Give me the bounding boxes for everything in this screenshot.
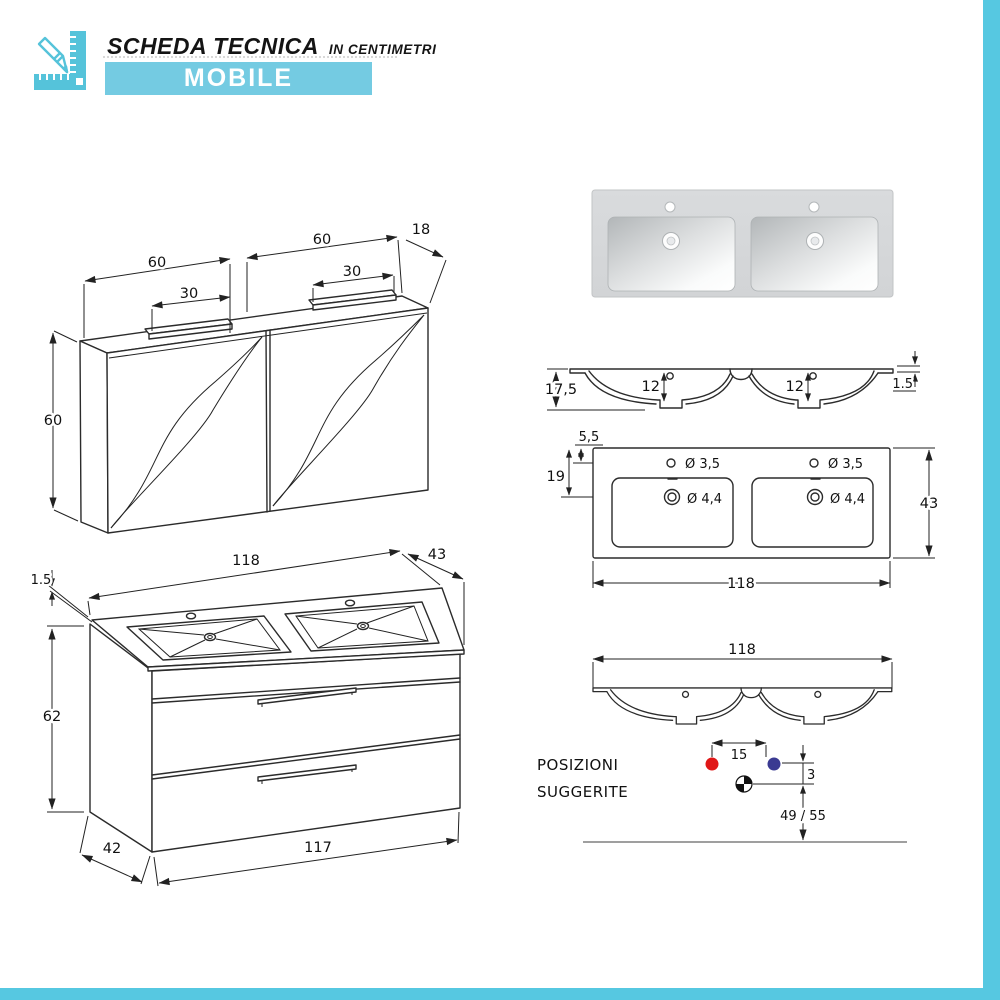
- dim-drain-offset: 3: [807, 768, 815, 783]
- dim-counter-thickness: 1.5: [31, 573, 52, 588]
- dim-drain-offset: 19: [547, 469, 565, 485]
- dim-vanity-bottom-width: 117: [304, 840, 332, 856]
- subtitle-text: IN CENTIMETRI: [328, 42, 437, 57]
- tap-hole-right-persp: [344, 599, 356, 607]
- dim-door-width-left: 60: [148, 255, 166, 271]
- dim-basin-width: 118: [727, 576, 755, 592]
- dim-bowl-depth-right: 12: [786, 379, 804, 395]
- mirror-door-left: [110, 336, 263, 529]
- dim-vanity-bottom-depth: 42: [103, 841, 121, 857]
- dim-bowl-depth-left: 12: [642, 379, 660, 395]
- dim-height-range: 49 / 55: [780, 809, 826, 824]
- dim-tap-offset: 5,5: [579, 430, 600, 445]
- tap-hole-right: [808, 201, 820, 213]
- dia-drain-left: Ø 4,4: [687, 492, 722, 507]
- bowl-right-plan: [751, 477, 874, 548]
- pencil-ruler-logo: [34, 31, 86, 90]
- washbasin-top-view: Ø 3,5 Ø 3,5 Ø 4,4 Ø 4,4 5,5 19 43 118: [544, 428, 941, 595]
- wall-cabinet-drawing: 60 60 18 30 30 60: [41, 220, 447, 534]
- tap-hole-left: [664, 201, 676, 213]
- dim-door-width-right: 60: [313, 232, 331, 248]
- bowl-left: [607, 216, 736, 292]
- drain-position-marker: [735, 775, 753, 793]
- bowl-right: [750, 216, 879, 292]
- page-title: SCHEDA TECNICA IN CENTIMETRI: [107, 33, 436, 60]
- tap-hole-left-persp: [185, 612, 197, 620]
- cold-water-marker: [767, 757, 781, 771]
- pencil-icon: [37, 36, 69, 74]
- counter-bowl-left: [126, 615, 292, 661]
- category-banner: MOBILE: [105, 62, 372, 95]
- dim-vanity-depth: 43: [428, 547, 446, 563]
- dim-lamp-width-left: 30: [180, 286, 198, 302]
- dim-vanity-height: 62: [43, 709, 61, 725]
- dim-basin-depth: 43: [920, 496, 938, 512]
- dim-cabinet-height: 60: [44, 413, 62, 429]
- ruler-icon: [34, 31, 86, 90]
- positions-label-line2: SUGGERITE: [537, 783, 628, 801]
- dim-basin-height: 17,5: [545, 382, 577, 398]
- vanity-drawing: 118 43 1.5 62 42 117: [28, 545, 465, 887]
- washbasin-3d-view: [591, 189, 894, 298]
- dim-positions-width: 118: [728, 642, 756, 658]
- title-text: SCHEDA TECNICA: [107, 33, 319, 59]
- dia-tap-right: Ø 3,5: [828, 457, 863, 472]
- led-lamp-left: [144, 318, 233, 340]
- bowl-left-plan: [611, 477, 734, 548]
- counter-bowl-right: [284, 601, 440, 652]
- tap-hole-left-plan: [666, 458, 676, 468]
- mirror-door-right: [272, 314, 425, 507]
- header-divider: [103, 56, 397, 58]
- accent-bar-bottom: [0, 988, 1000, 1000]
- dia-tap-left: Ø 3,5: [685, 457, 720, 472]
- tap-hole-right-plan: [809, 458, 819, 468]
- dim-rim-thickness: 1.5: [892, 377, 913, 392]
- dim-lamp-width-right: 30: [343, 264, 361, 280]
- dim-hole-spacing: 15: [731, 748, 748, 763]
- hot-water-marker: [705, 757, 719, 771]
- drawer-handle-top: [257, 687, 357, 707]
- dia-drain-right: Ø 4,4: [830, 492, 865, 507]
- accent-bar-right: [983, 0, 1000, 1000]
- suggested-positions-drawing: 118 POSIZIONI SUGGERITE 15 3 49 / 55: [537, 640, 907, 843]
- washbasin-section-view: 17,5 12 12 1.5: [542, 351, 920, 411]
- dim-vanity-width: 118: [232, 553, 260, 569]
- positions-label-line1: POSIZIONI: [537, 756, 618, 774]
- led-lamp-right: [308, 289, 397, 311]
- dim-cabinet-depth: 18: [412, 222, 430, 238]
- drawer-handle-bottom: [257, 764, 357, 784]
